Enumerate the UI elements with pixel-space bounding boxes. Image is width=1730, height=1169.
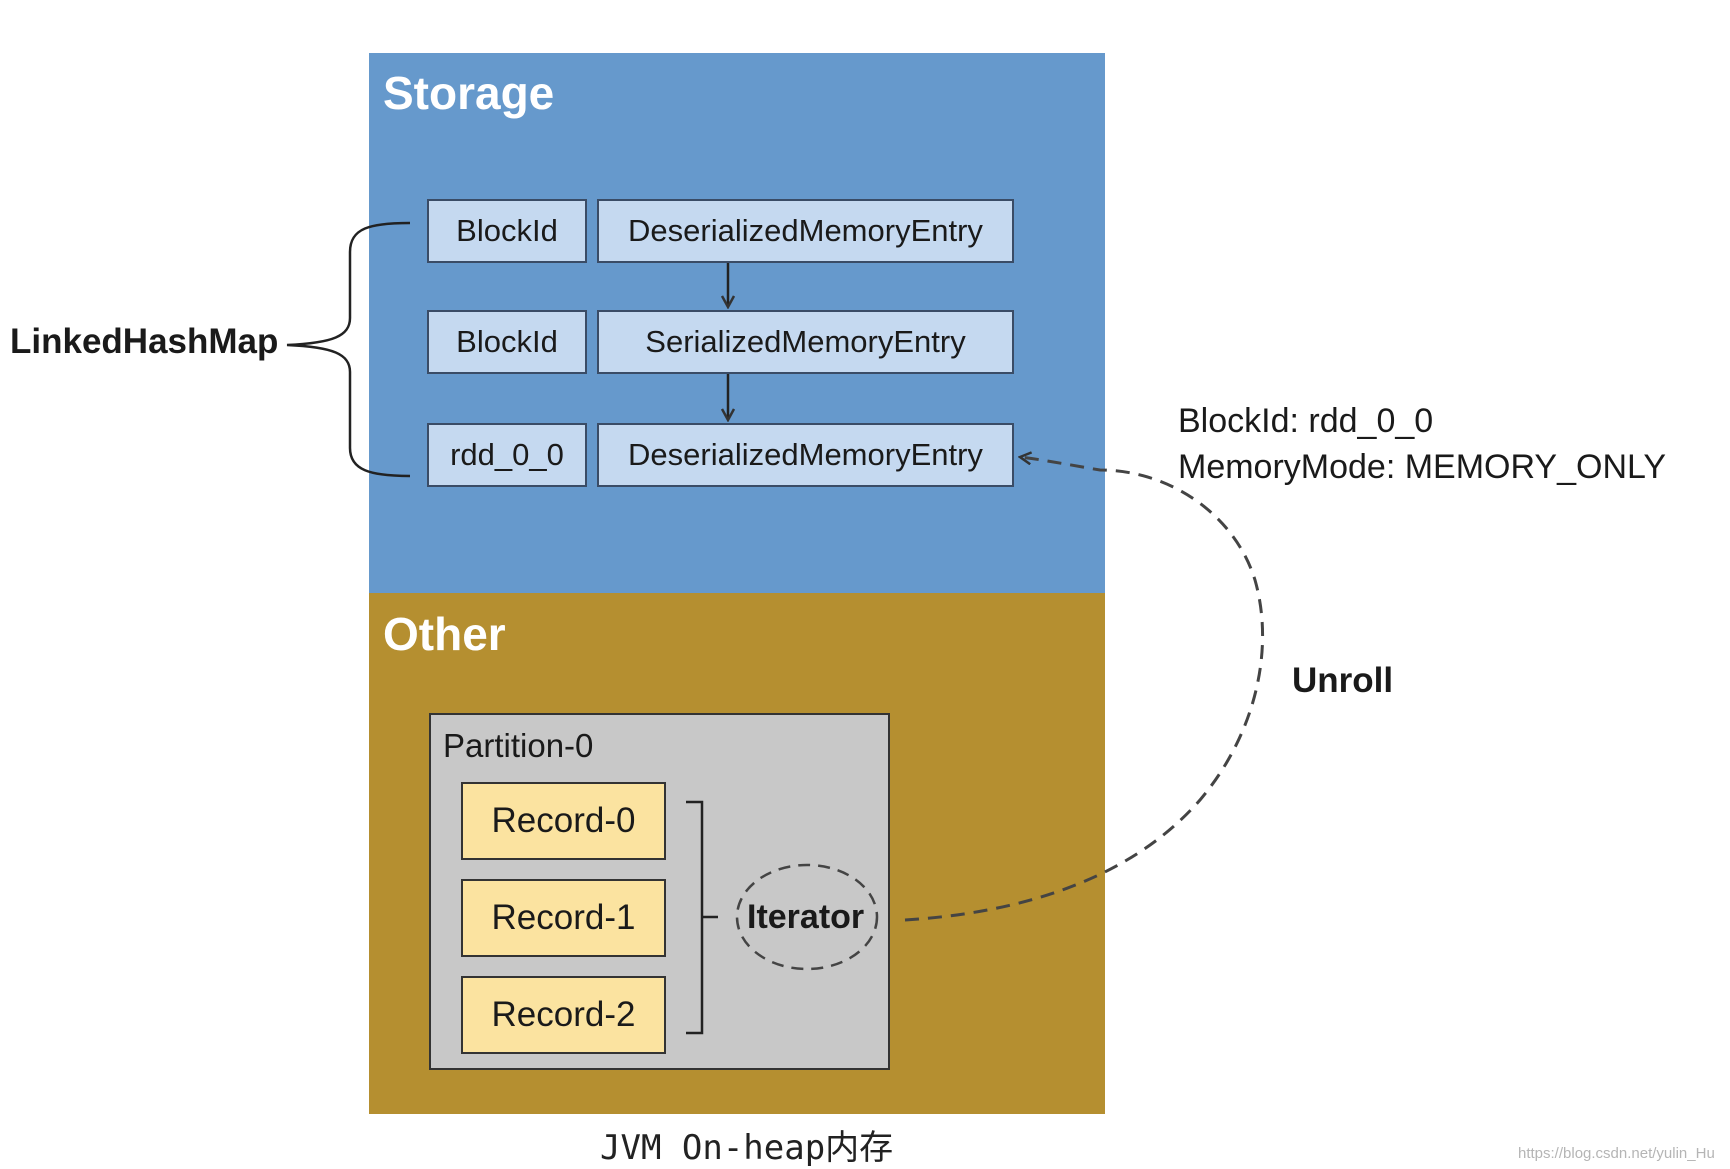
linkedhashmap-label: LinkedHashMap [10, 322, 279, 361]
caption: JVM On-heap内存 [600, 1128, 894, 1168]
watermark: https://blog.csdn.net/yulin_Hu [1518, 1145, 1715, 1162]
other-title: Other [383, 608, 506, 660]
storage-title: Storage [383, 67, 555, 119]
record-0: Record-0 [461, 782, 666, 860]
iterator-label: Iterator [747, 898, 865, 936]
memory-mode-info: MemoryMode: MEMORY_ONLY [1178, 448, 1667, 486]
row-0-key: BlockId [427, 199, 587, 263]
row-2-entry: DeserializedMemoryEntry [597, 423, 1014, 487]
row-1-key: BlockId [427, 310, 587, 374]
row-0-entry: DeserializedMemoryEntry [597, 199, 1014, 263]
unroll-label: Unroll [1292, 661, 1394, 700]
partition-label: Partition-0 [443, 727, 594, 764]
row-2-key: rdd_0_0 [427, 423, 587, 487]
record-2: Record-2 [461, 976, 666, 1054]
row-1-entry: SerializedMemoryEntry [597, 310, 1014, 374]
block-id-info: BlockId: rdd_0_0 [1178, 402, 1434, 440]
record-1: Record-1 [461, 879, 666, 957]
